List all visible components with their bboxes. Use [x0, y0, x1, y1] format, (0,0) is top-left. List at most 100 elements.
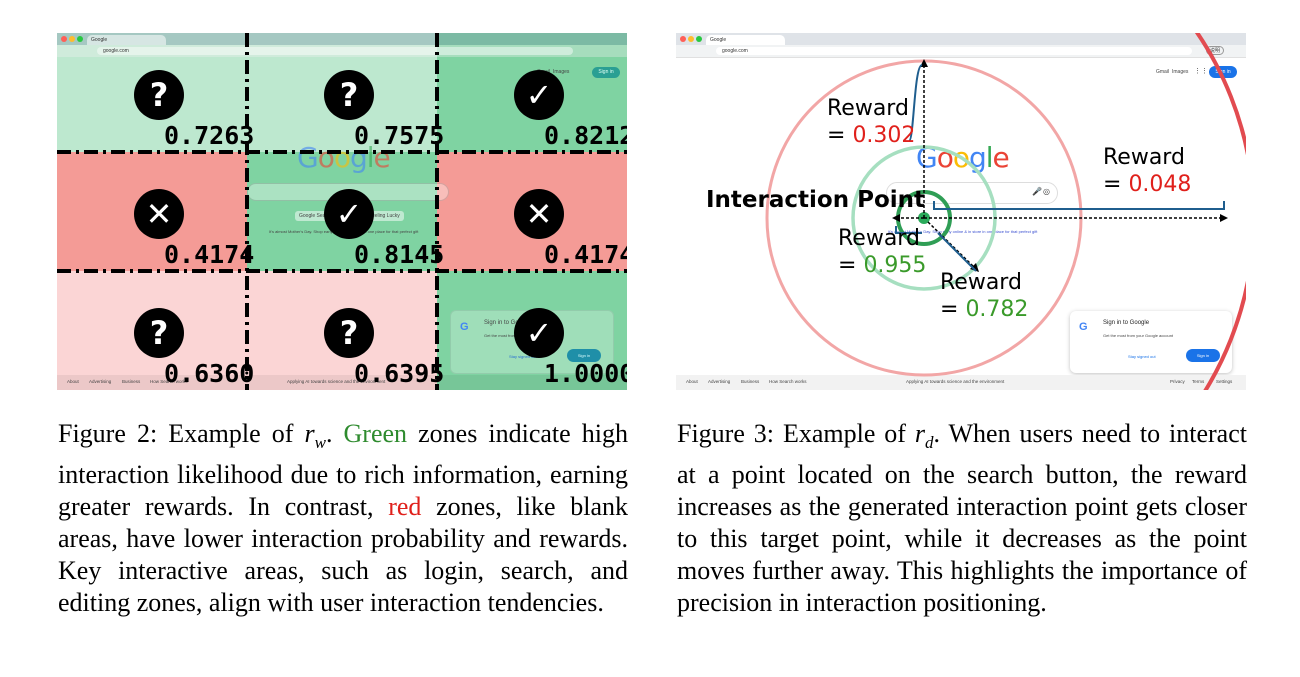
question-mark-icon: ?: [134, 70, 184, 120]
cross-icon: ✕: [514, 189, 564, 239]
reward-label-right: Reward = 0.048: [1103, 144, 1191, 198]
sign-in-button[interactable]: Sign in: [1209, 66, 1237, 78]
question-mark-icon: ?: [324, 308, 374, 358]
figure2-screenshot: Google google.com Gmail Images Sign in G…: [57, 33, 627, 390]
images-link[interactable]: Images: [553, 69, 570, 75]
card-sign-in-button[interactable]: Sign in: [567, 349, 601, 362]
check-icon: ✓: [324, 189, 374, 239]
cross-icon: ✕: [134, 189, 184, 239]
figure3-screenshot: Google google.com 说明 Gmail Images ⋮⋮ Sig…: [676, 33, 1246, 390]
signin-card-subtitle: Get the most from your Google account: [1103, 333, 1174, 338]
close-window-icon[interactable]: [680, 36, 686, 42]
zone-reward-score: 0.8145: [354, 240, 445, 269]
zone-reward-score: 0.7575: [354, 121, 445, 150]
zone-grid-lines: [57, 33, 627, 390]
check-icon: ✓: [514, 308, 564, 358]
figure2-caption: Figure 2: Example of rw. Green zones ind…: [58, 418, 628, 619]
reward-label-top-title: Reward: [827, 96, 909, 121]
figure2-caption-after-var: .: [325, 419, 344, 448]
google-g-icon: G: [460, 321, 469, 333]
zone-reward-score: 0.4174: [164, 240, 255, 269]
footer-settings[interactable]: Settings: [1216, 379, 1233, 384]
figure2-caption-part1: zones indicate high interaction likeliho…: [58, 419, 628, 522]
page-footer: About Advertising Business How Search wo…: [676, 375, 1246, 390]
close-window-icon[interactable]: [61, 36, 67, 42]
address-bar-row: google.com 说明: [676, 45, 1246, 58]
reward-label-bottom: Reward = 0.782: [940, 269, 1028, 323]
images-link[interactable]: Images: [1172, 69, 1189, 75]
figure3-caption-rest: . When users need to interact at a point…: [677, 419, 1247, 618]
lens-icon[interactable]: ◎: [1043, 187, 1050, 196]
google-search-button[interactable]: Google Search: [295, 211, 337, 221]
footer-about[interactable]: About: [67, 379, 79, 384]
gmail-link[interactable]: Gmail: [1156, 69, 1170, 75]
check-icon: ✓: [514, 70, 564, 120]
footer-advertising[interactable]: Advertising: [708, 379, 731, 384]
zone-reward-score: 0.7263: [164, 121, 255, 150]
sign-in-button[interactable]: Sign in: [592, 67, 620, 78]
mic-icon[interactable]: 🎤: [1032, 187, 1042, 196]
question-mark-icon: ?: [324, 70, 374, 120]
reward-label-left-value: 0.955: [863, 253, 927, 278]
maximize-window-icon[interactable]: [77, 36, 83, 42]
footer-privacy[interactable]: Privacy: [1170, 379, 1185, 384]
figure3-caption: Figure 3: Example of rd. When users need…: [677, 418, 1247, 619]
browser-tab[interactable]: Google: [87, 35, 166, 45]
google-logo: Google: [297, 141, 391, 174]
zone-reward-score: 0.4174: [544, 240, 627, 269]
footer-how-search-works[interactable]: How Search works: [150, 379, 188, 384]
google-logo: Google: [916, 141, 1010, 174]
zone-reward-score: 0.8212: [544, 121, 627, 150]
footer-business[interactable]: Business: [741, 379, 760, 384]
figure3-caption-prefix: Figure 3: Example of: [677, 419, 915, 448]
reward-label-bottom-eq: =: [940, 297, 966, 322]
footer-center-text[interactable]: Applying AI towards science and the envi…: [287, 379, 386, 384]
reward-label-top: Reward = 0.302: [827, 95, 915, 149]
address-bar[interactable]: google.com: [716, 47, 1192, 55]
footer-terms[interactable]: Terms: [1192, 379, 1205, 384]
signin-card-title: Sign in to Google: [1103, 320, 1150, 326]
reward-label-right-eq: =: [1103, 172, 1129, 197]
figure3-caption-var: r: [914, 419, 926, 448]
figure2-caption-part2: zones, like blank areas, have lower inte…: [58, 492, 628, 618]
browser-tab[interactable]: Google: [706, 35, 785, 45]
minimize-window-icon[interactable]: [688, 36, 694, 42]
reward-label-bottom-value: 0.782: [965, 297, 1029, 322]
promo-text[interactable]: It's almost Mother's Day. Shop early onl…: [888, 229, 1038, 234]
google-g-icon: G: [1079, 321, 1088, 333]
maximize-window-icon[interactable]: [696, 36, 702, 42]
address-bar[interactable]: google.com: [97, 47, 573, 55]
figure2-caption-green-word: Green: [343, 419, 408, 448]
browser-tab-bar: Google: [57, 33, 627, 45]
question-mark-icon: ?: [134, 308, 184, 358]
footer-advertising[interactable]: Advertising: [89, 379, 112, 384]
reward-label-right-value: 0.048: [1128, 172, 1192, 197]
reward-label-top-value: 0.302: [852, 123, 916, 148]
reward-label-left-eq: =: [838, 253, 864, 278]
figure2-caption-red-word: red: [388, 492, 422, 522]
figure3-caption-sub: d: [925, 433, 934, 453]
figure2-caption-sub: w: [314, 433, 326, 453]
minimize-window-icon[interactable]: [69, 36, 75, 42]
signin-card-title: Sign in to Google: [484, 320, 531, 326]
reward-label-top-eq: =: [827, 123, 853, 148]
feeling-lucky-button[interactable]: I'm Feeling Lucky: [357, 211, 404, 221]
figure2-caption-var: r: [304, 419, 315, 448]
reward-label-left: Reward = 0.955: [838, 225, 926, 279]
footer-how-search-works[interactable]: How Search works: [769, 379, 807, 384]
stay-signed-out-button[interactable]: Stay signed out: [1128, 354, 1156, 359]
reward-label-left-title: Reward: [838, 226, 920, 251]
search-box[interactable]: 🎤 ◎: [886, 182, 1058, 204]
page-footer: About Advertising Business How Search wo…: [57, 375, 627, 390]
footer-center-text[interactable]: Applying AI towards science and the envi…: [906, 379, 1005, 384]
apps-grid-icon[interactable]: ⋮⋮: [1194, 68, 1208, 75]
card-sign-in-button[interactable]: Sign in: [1186, 349, 1220, 362]
zone-reward-score: 0.6360: [164, 359, 255, 388]
footer-about[interactable]: About: [686, 379, 698, 384]
reward-label-bottom-title: Reward: [940, 270, 1022, 295]
stay-signed-out-button[interactable]: Stay signed out: [509, 354, 537, 359]
footer-business[interactable]: Business: [122, 379, 141, 384]
zone-reward-score: 0.6395: [354, 359, 445, 388]
browser-tab-bar: Google: [676, 33, 1246, 45]
signin-card: G Sign in to Google Get the most from yo…: [1070, 311, 1232, 373]
